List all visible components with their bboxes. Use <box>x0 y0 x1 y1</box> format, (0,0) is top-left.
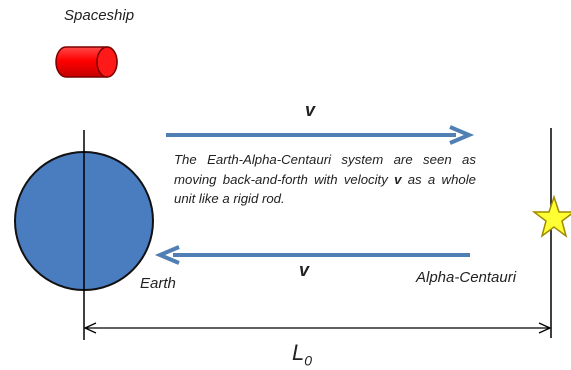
length-dimension-arrow <box>83 322 552 334</box>
alpha-centauri-label: Alpha-Centauri <box>416 269 517 286</box>
velocity-label-top: v <box>305 100 316 120</box>
velocity-arrow-right <box>166 125 475 145</box>
earth-label: Earth <box>140 275 176 292</box>
length-label: L0 <box>292 340 313 369</box>
velocity-arrow-left <box>154 245 470 265</box>
star-icon <box>531 194 571 238</box>
spaceship-icon <box>55 46 118 78</box>
spaceship-label: Spaceship <box>64 7 135 24</box>
velocity-label-bottom: v <box>299 260 310 280</box>
description-text: The Earth-Alpha-Centauri system are seen… <box>174 152 476 206</box>
